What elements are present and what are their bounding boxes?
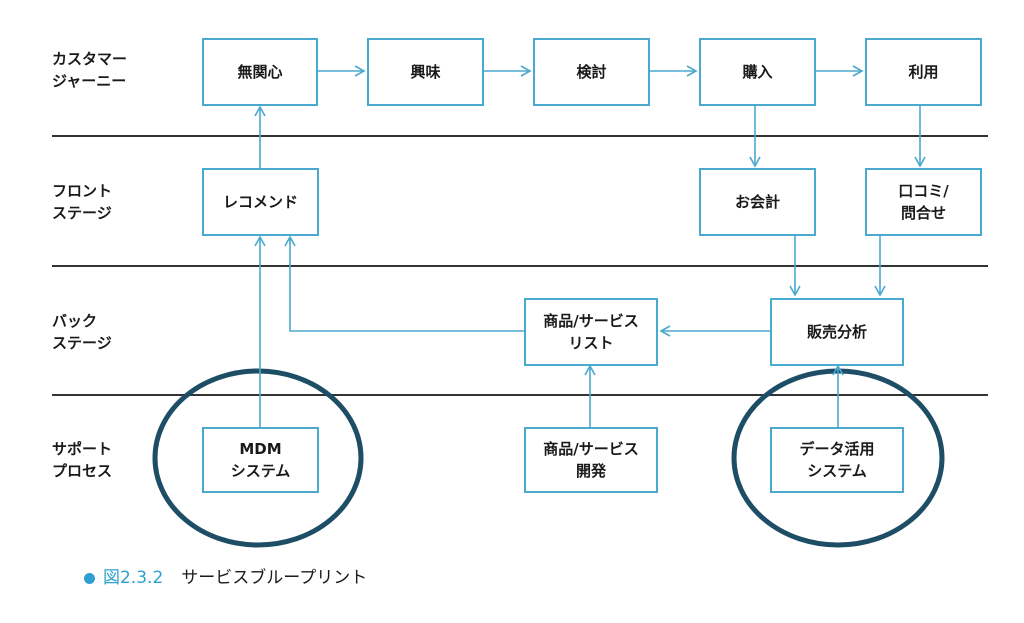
highlight-ellipse-mdm: [152, 368, 364, 548]
journey-step-label: 購入: [742, 63, 773, 81]
arrow-product-list-to-recommend: [284, 235, 524, 332]
journey-step-indifference: 無関心: [202, 38, 318, 106]
box-label: システム: [230, 462, 291, 480]
journey-step-interest: 興味: [367, 38, 484, 106]
support-mdm-system: MDM システム: [202, 427, 319, 493]
box-label: 商品/サービス: [543, 312, 639, 330]
support-data-utilization-system: データ活用 システム: [770, 427, 904, 493]
lane-label-support: サポート プロセス: [52, 438, 112, 482]
journey-step-purchase: 購入: [699, 38, 816, 106]
frontstage-checkout: お会計: [699, 168, 816, 236]
frontstage-review-inquiry: 口コミ/ 問合せ: [865, 168, 982, 236]
box-label: リスト: [568, 334, 614, 352]
frontstage-recommend: レコメンド: [202, 168, 319, 236]
lane-label-line: ステージ: [52, 334, 112, 352]
lane-label-backstage: バック ステージ: [52, 310, 112, 354]
box-label: 販売分析: [806, 323, 867, 341]
lane-label-line: ジャーニー: [52, 72, 127, 90]
box-label: MDM: [239, 440, 282, 458]
journey-step-use: 利用: [865, 38, 982, 106]
box-label: 商品/サービス: [543, 440, 639, 458]
journey-step-consideration: 検討: [533, 38, 650, 106]
lane-label-line: プロセス: [52, 462, 113, 480]
box-label: 問合せ: [900, 204, 946, 222]
figure-number: 図2.3.2: [103, 568, 164, 588]
journey-step-label: 検討: [576, 63, 607, 81]
lane-label-line: バック: [52, 312, 98, 330]
lane-label-customer-journey: カスタマー ジャーニー: [52, 48, 127, 92]
box-label: 口コミ/: [898, 182, 949, 200]
box-label: レコメンド: [222, 193, 298, 211]
journey-step-label: 利用: [908, 63, 939, 81]
backstage-sales-analysis: 販売分析: [770, 298, 904, 366]
box-label: 開発: [575, 462, 606, 480]
figure-title: サービスブループリント: [181, 568, 368, 588]
backstage-product-list: 商品/サービス リスト: [524, 298, 658, 366]
box-label: データ活用: [799, 440, 875, 458]
box-label: お会計: [734, 193, 780, 211]
lane-label-line: フロント: [52, 182, 113, 200]
journey-step-label: 興味: [410, 63, 441, 81]
lane-label-line: カスタマー: [52, 50, 128, 68]
figure-caption: 図2.3.2 サービスブループリント: [84, 566, 367, 590]
box-label: システム: [807, 462, 867, 480]
lane-label-line: ステージ: [52, 204, 112, 222]
bullet-dot-icon: [84, 572, 95, 584]
lane-label-line: サポート: [52, 440, 113, 458]
journey-step-label: 無関心: [237, 63, 283, 81]
support-product-development: 商品/サービス 開発: [524, 427, 658, 493]
lane-label-frontstage: フロント ステージ: [52, 180, 112, 224]
